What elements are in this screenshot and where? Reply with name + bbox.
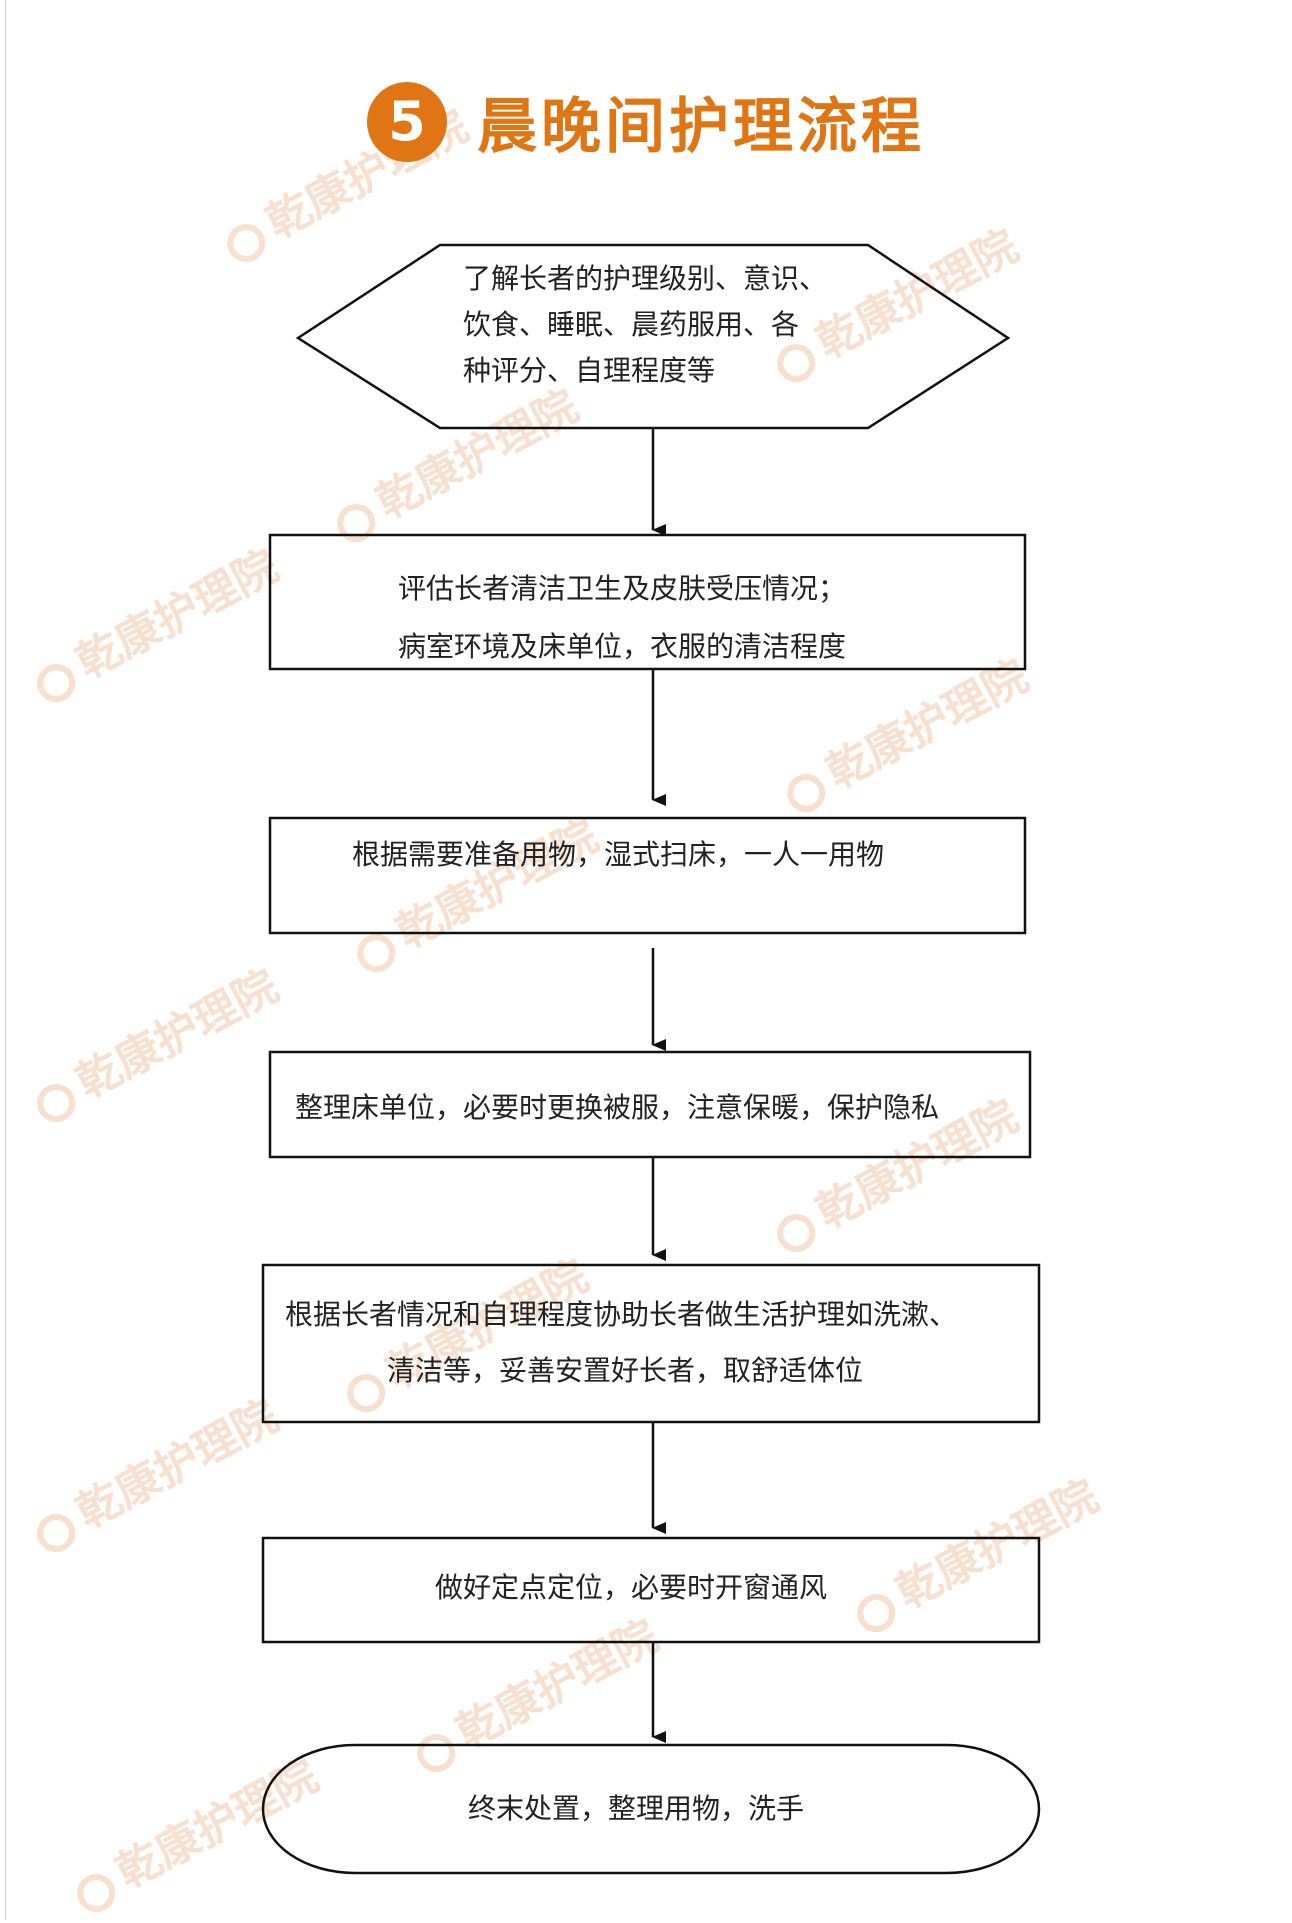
- step-1-line: 了解长者的护理级别、意识、: [463, 262, 828, 295]
- step-2-shape: [268, 533, 1027, 671]
- page-title: 5 晨晚间护理流程: [0, 78, 1292, 165]
- step-6-shape: [261, 1536, 1041, 1644]
- step-6-text: 做好定点定位，必要时开窗通风: [435, 1565, 827, 1611]
- step-3-shape: [268, 816, 1027, 935]
- step-7-shape: [261, 1743, 1041, 1875]
- step-7-line: 终末处置，整理用物，洗手: [468, 1792, 805, 1825]
- step-3-text: 根据需要准备用物，湿式扫床，一人一用物: [352, 832, 884, 878]
- step-number-badge: 5: [367, 81, 447, 162]
- step-4-text: 整理床单位，必要时更换被服，注意保暖，保护隐私: [295, 1085, 939, 1131]
- step-5-text: 根据长者情况和自理程度协助长者做生活护理如洗漱、 清洁等，妥善安置好长者，取舒适…: [285, 1287, 957, 1399]
- step-2-text: 评估长者清洁卫生及皮肤受压情况； 病室环境及床单位，衣服的清洁程度: [398, 560, 846, 676]
- step-2-line: 病室环境及床单位，衣服的清洁程度: [398, 630, 847, 663]
- step-7-text: 终末处置，整理用物，洗手: [468, 1786, 804, 1832]
- step-1-line: 饮食、睡眠、晨药服用、各: [463, 308, 800, 341]
- step-1-shape: [295, 243, 1011, 430]
- step-5-line: 清洁等，妥善安置好长者，取舒适体位: [387, 1354, 864, 1387]
- step-2-line: 评估长者清洁卫生及皮肤受压情况；: [398, 572, 847, 605]
- page-border: [5, 0, 6, 1920]
- step-4-shape: [268, 1050, 1032, 1159]
- step-1-text: 了解长者的护理级别、意识、 饮食、睡眠、晨药服用、各 种评分、自理程度等: [463, 256, 827, 394]
- step-5-line: 根据长者情况和自理程度协助长者做生活护理如洗漱、: [285, 1298, 958, 1331]
- step-5-shape: [261, 1263, 1041, 1424]
- title-text: 晨晚间护理流程: [477, 92, 925, 162]
- step-4-line: 整理床单位，必要时更换被服，注意保暖，保护隐私: [295, 1091, 940, 1124]
- step-3-line: 根据需要准备用物，湿式扫床，一人一用物: [352, 838, 885, 871]
- step-6-line: 做好定点定位，必要时开窗通风: [435, 1571, 828, 1604]
- step-1-line: 种评分、自理程度等: [463, 354, 716, 387]
